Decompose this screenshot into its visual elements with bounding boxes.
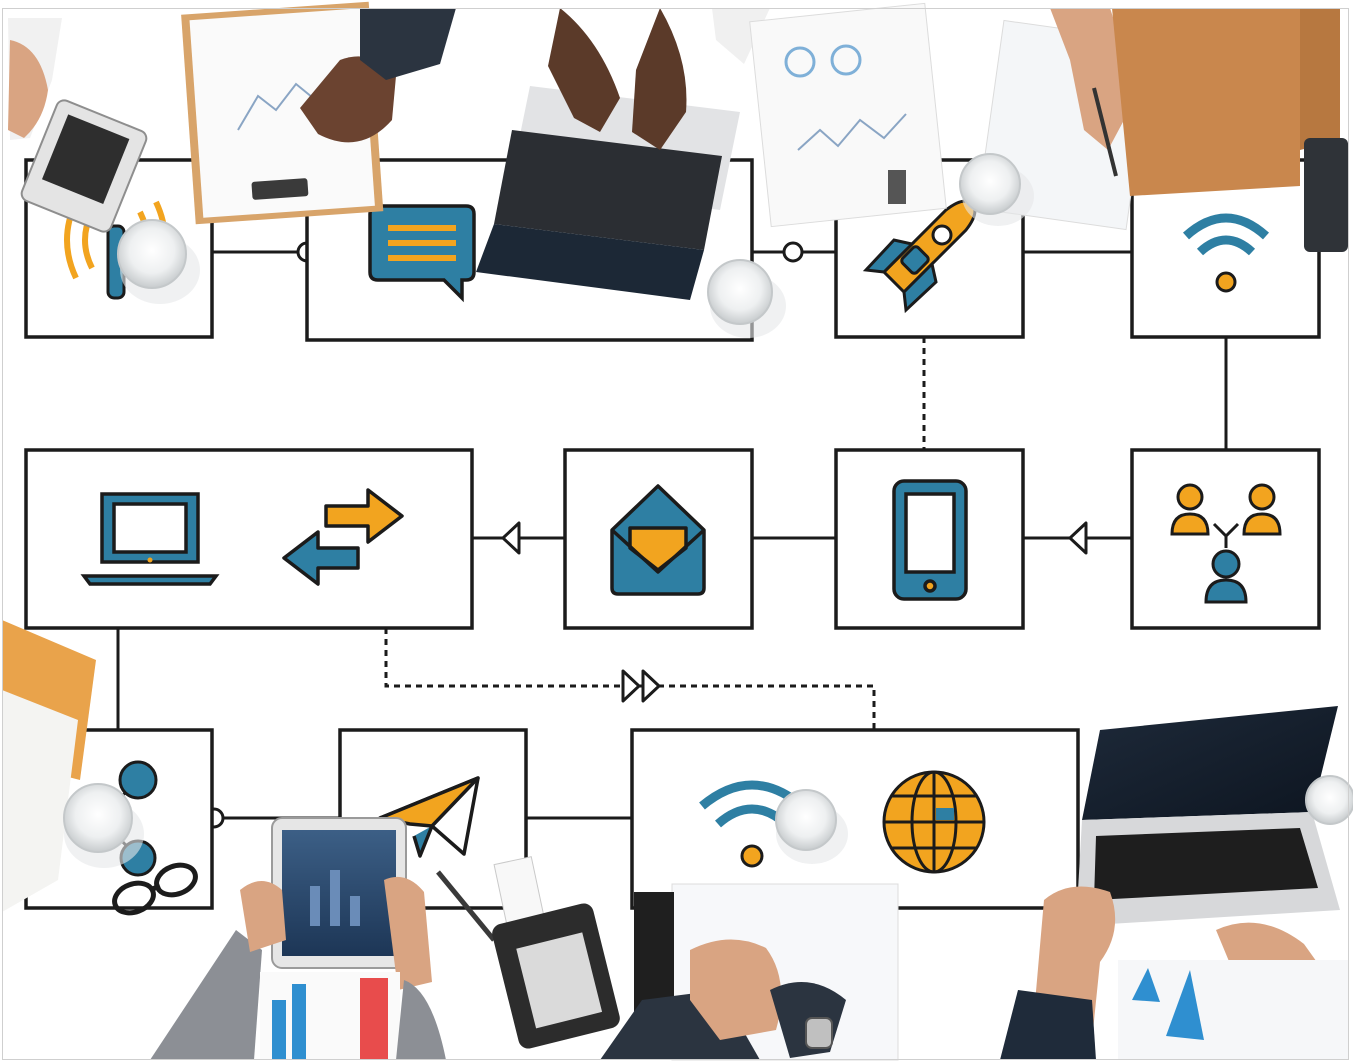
laptop-typing	[476, 8, 770, 300]
team-network-icon	[1170, 483, 1282, 604]
smartphone-icon	[892, 479, 968, 601]
report-charts	[749, 2, 947, 228]
clipboard-chart	[181, 1, 384, 225]
pen	[436, 870, 496, 942]
water-glass	[707, 259, 786, 338]
water-glass	[959, 153, 1034, 226]
water-glass	[775, 789, 848, 864]
laptop-icon	[80, 492, 220, 586]
arrow-markers	[501, 521, 1088, 703]
brown-folder	[1112, 8, 1340, 196]
calculator	[20, 99, 148, 233]
email-envelope-icon	[610, 484, 706, 596]
transfer-arrows-icon	[282, 488, 404, 586]
eyeglasses	[112, 862, 198, 916]
wifi-icon	[1182, 213, 1270, 293]
receipt-calculator	[492, 856, 620, 1049]
business-hands	[8, 8, 456, 143]
business-hands	[600, 883, 899, 1061]
tablet	[271, 817, 407, 969]
globe-icon	[882, 770, 986, 874]
laptop-open	[1000, 706, 1348, 1060]
brown-folder	[2, 620, 96, 912]
water-glass	[117, 219, 200, 304]
rocket-icon	[862, 199, 977, 314]
water-glass	[1305, 775, 1353, 825]
water-glass	[63, 783, 144, 868]
business-hands	[150, 876, 446, 1060]
calculator	[1304, 138, 1348, 252]
